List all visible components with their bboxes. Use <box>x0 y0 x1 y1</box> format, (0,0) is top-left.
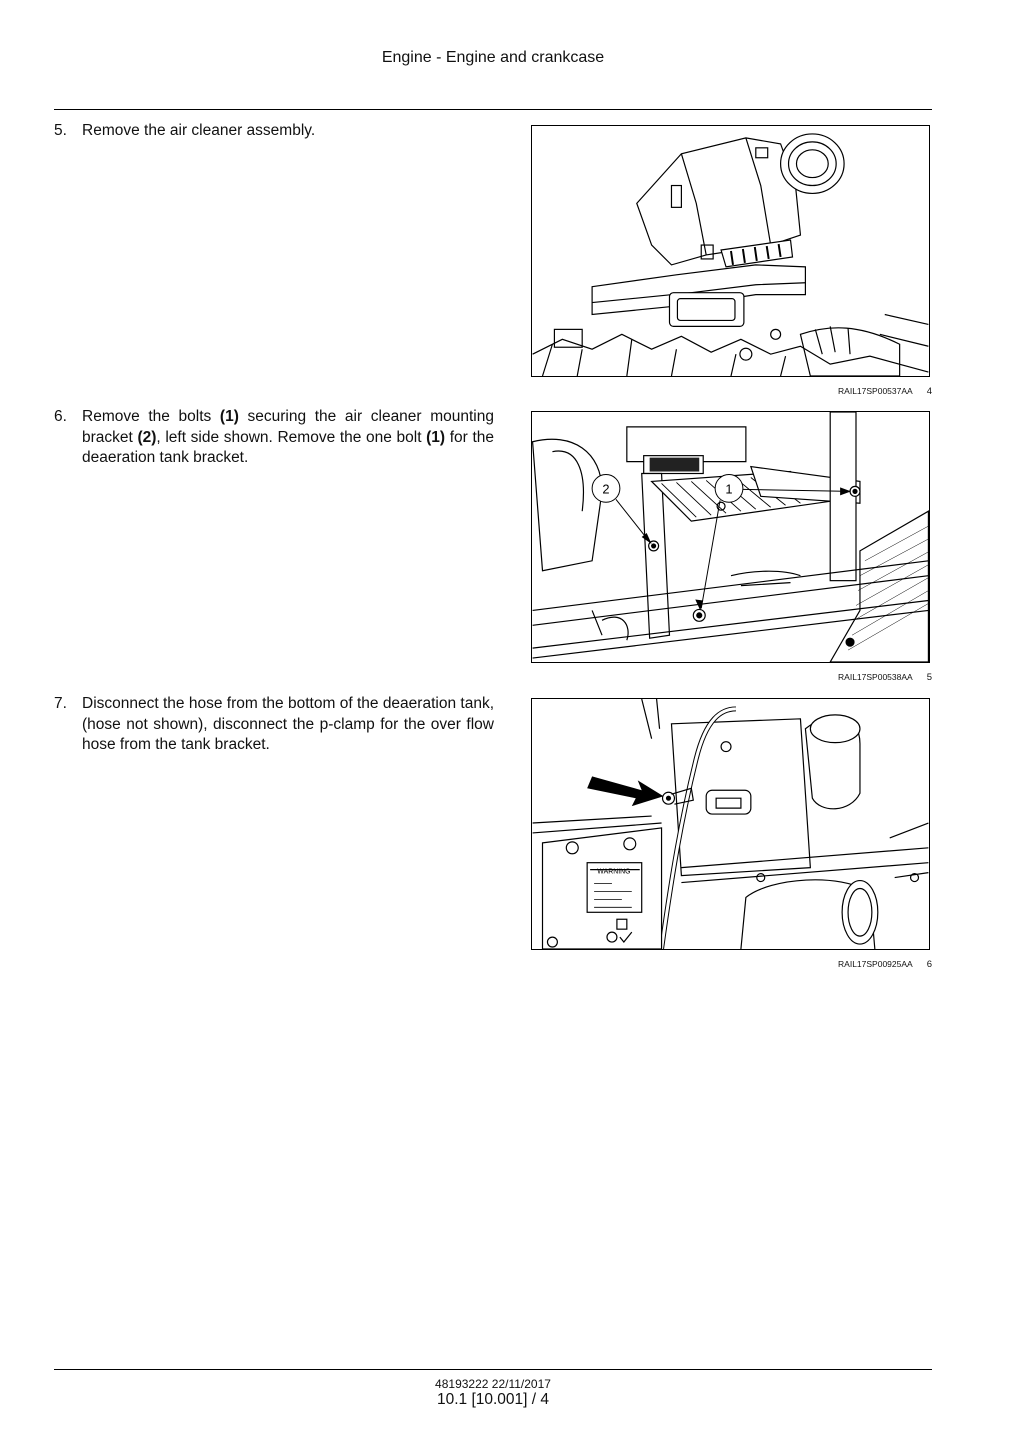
figure-air-cleaner <box>531 125 930 377</box>
step-5: 5. Remove the air cleaner assembly. <box>54 121 494 142</box>
step-text: Remove the bolts (1) securing the air cl… <box>82 408 494 466</box>
header-rule <box>54 109 932 110</box>
callout-2: 2 <box>602 481 609 496</box>
step-number: 6. <box>54 408 67 425</box>
footer-page-number: 10.1 [10.001] / 4 <box>436 1391 550 1408</box>
figure-number: 4 <box>926 386 932 397</box>
page-header-title: Engine - Engine and crankcase <box>381 49 605 66</box>
figure-code: RAIL17SP00538AA <box>838 672 913 682</box>
figure-number: 5 <box>926 672 932 683</box>
step-number: 5. <box>54 122 67 139</box>
figure-number: 6 <box>926 959 932 970</box>
footer-doc-id: 48193222 22/11/2017 <box>435 1377 551 1391</box>
figure-bracket-bolts: 2 1 <box>531 411 930 663</box>
figure-code: RAIL17SP00537AA <box>838 386 913 396</box>
warning-decal-text: WARNING <box>597 869 630 876</box>
step-text: Disconnect the hose from the bottom of t… <box>82 695 494 753</box>
step-6: 6. Remove the bolts (1) securing the air… <box>54 407 494 469</box>
callout-1: 1 <box>725 481 732 496</box>
figure-deaeration-tank: WARNING <box>531 698 930 950</box>
figure-caption: RAIL17SP00537AA 4 <box>760 386 932 397</box>
figure-caption: RAIL17SP00925AA 6 <box>760 959 932 970</box>
step-number: 7. <box>54 695 67 712</box>
figure-code: RAIL17SP00925AA <box>838 959 913 969</box>
footer-rule <box>54 1369 932 1370</box>
step-7: 7. Disconnect the hose from the bottom o… <box>54 694 494 756</box>
figure-caption: RAIL17SP00538AA 5 <box>760 672 932 683</box>
step-text: Remove the air cleaner assembly. <box>82 122 316 139</box>
